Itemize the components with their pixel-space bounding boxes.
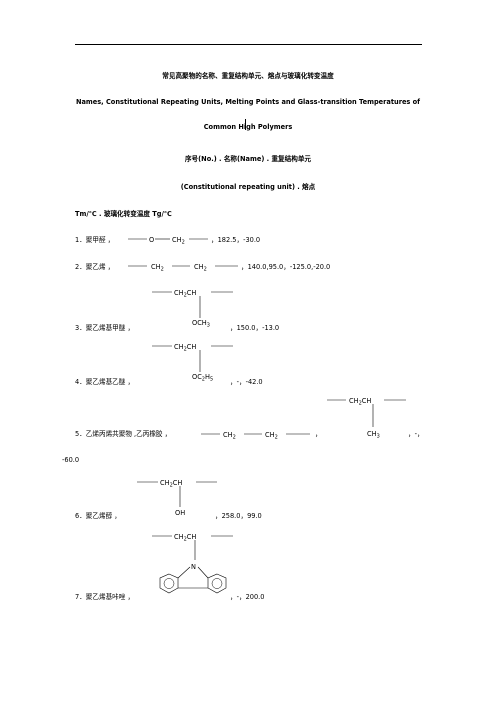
svg-text:CH3: CH3: [367, 430, 380, 440]
entry-5-values-wrap: -60.0: [62, 456, 80, 464]
formula-polyvinyl-carbazole: CH2CH N: [152, 533, 233, 594]
header-line2: (Constitutional repeating unit) . 熔点: [180, 183, 316, 191]
header-line1: 序号(No.) . 名称(Name) . 重复结构单元: [184, 155, 312, 163]
entry-4-values: ，-，-42.0: [230, 378, 263, 386]
carbazole-right-ring: [207, 573, 227, 594]
svg-text:CH2CH: CH2CH: [174, 343, 196, 353]
title-chinese: 常见高聚物的名称、重复结构单元、熔点与玻璃化转变温度: [162, 72, 334, 80]
entry-4-label: 4．聚乙烯基乙醚 ，: [75, 378, 135, 386]
header-rule: [75, 44, 422, 45]
svg-text:OC2H5: OC2H5: [192, 373, 213, 383]
svg-text:CH2: CH2: [265, 431, 278, 441]
svg-text:CH2: CH2: [172, 236, 185, 246]
entry-6-values: ，258.0，99.0: [215, 512, 262, 520]
atom-o: O: [149, 236, 154, 244]
entry-7-values: ，-，200.0: [230, 593, 265, 601]
entry-1-values: ，182.5，-30.0: [211, 236, 261, 244]
atom-n: N: [191, 563, 196, 571]
entry-3-label: 3．聚乙烯基甲醚 ，: [75, 324, 135, 332]
subscript-2: 2: [182, 240, 185, 246]
entry-6-label: 6．聚乙烯醇 ，: [75, 512, 121, 520]
formula-ethylene-propylene: CH2 CH2 CH2CH CH3: [201, 397, 406, 441]
entry-2-values: ，140.0,95.0，-125.0,-20.0: [241, 263, 331, 271]
entry-3-values: ，150.0，-13.0: [230, 324, 280, 332]
entry-5-comma: ，: [315, 430, 322, 438]
svg-text:CH2CH: CH2CH: [174, 289, 196, 299]
title-english-line2: Common High Polymers: [203, 123, 293, 131]
formula-polyvinyl-ethyl-ether: CH2CH OC2H5: [152, 343, 233, 383]
svg-text:CH2: CH2: [194, 263, 207, 273]
svg-text:CH2CH: CH2CH: [349, 397, 371, 407]
entry-1-label: 1．聚甲醛 ，: [75, 236, 115, 244]
entry-5-values: ，-，: [408, 430, 424, 438]
entry-7-label: 7．聚乙烯基咔唑 ，: [75, 593, 135, 601]
formula-polyethylene: CH2 CH2: [128, 263, 238, 273]
formula-polyvinyl-alcohol: CH2CH OH: [137, 479, 217, 517]
title-english-line1: Names, Constitutional Repeating Units, M…: [75, 98, 421, 106]
atom-ch: CH: [172, 236, 182, 244]
svg-text:OCH3: OCH3: [192, 319, 210, 329]
header-line3: Tm/℃ . 玻璃化转变温度 Tg/℃: [75, 210, 172, 218]
text-cursor: [245, 119, 246, 130]
entry-5-label: 5．乙烯丙烯共聚物 ,乙丙橡胶 ，: [75, 430, 172, 438]
svg-text:CH2: CH2: [151, 263, 164, 273]
svg-text:CH2CH: CH2CH: [160, 479, 182, 489]
atom-oh: OH: [175, 509, 185, 517]
formula-polyvinyl-methyl-ether: CH2CH OCH3: [152, 289, 233, 329]
formula-polyoxymethylene: O CH2: [128, 236, 208, 246]
svg-text:CH2: CH2: [223, 431, 236, 441]
svg-text:CH2CH: CH2CH: [174, 533, 196, 543]
carbazole-left-ring: [159, 573, 179, 594]
entry-2-label: 2．聚乙烯 ，: [75, 263, 115, 271]
